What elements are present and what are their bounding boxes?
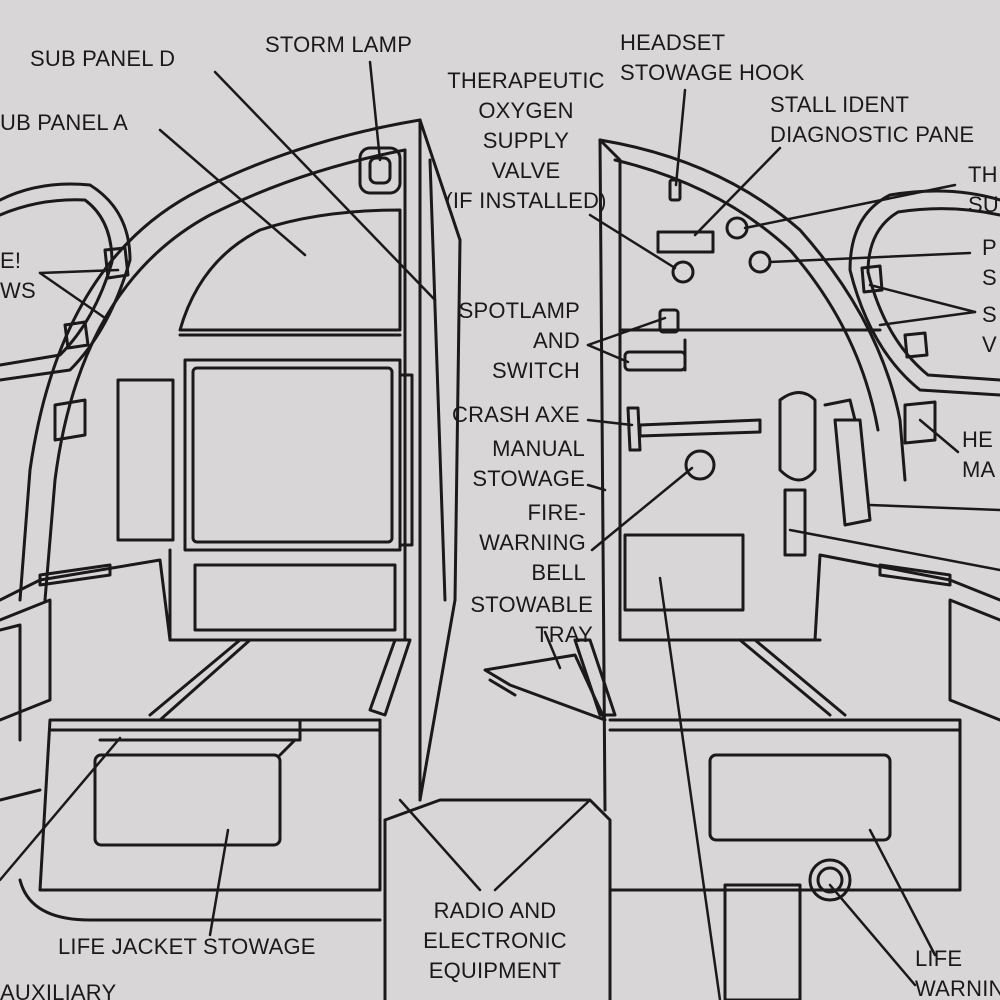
right-latch [903,400,937,445]
left-arch [18,118,422,602]
p-knob [748,250,772,274]
label-therapeutic-oxygen: THERAPEUTIC OXYGEN SUPPLY VALVE (IF INST… [445,68,607,213]
label-spotlamp: SPOTLAMP AND SWITCH [458,298,580,383]
extinguisher [833,418,872,527]
leader-lines [0,60,1000,1000]
label-life-jacket-stowage: LIFE JACKET STOWAGE [58,934,316,959]
sub-panel-a [178,208,402,332]
life-jacket-box [93,753,282,847]
right-seat [608,718,962,892]
fire-warning-bell [684,449,716,481]
right-box [708,753,892,842]
label-headset-hook: HEADSET STOWAGE HOOK [620,30,805,85]
stowable-tray [483,653,607,722]
label-fire-warning-bell: FIRE- WARNING BELL [479,500,586,585]
label-sub-panel-a: UB PANEL A [0,110,128,135]
left-bulkhead [168,148,407,642]
crash-axe [626,406,642,452]
label-right-edge-3: S V [982,302,997,357]
spotlamp-switch [623,350,687,372]
headset-hook [668,178,682,202]
label-life-warning: LIFE WARNIN [915,946,1000,1000]
label-stall-ident: STALL IDENT DIAGNOSTIC PANE [770,92,975,147]
right-bulkhead [598,138,607,812]
label-stowable-tray: STOWABLE TRAY [470,592,593,647]
right-arch-inner [613,158,880,432]
label-manual-stowage: MANUAL STOWAGE [472,436,585,491]
right-shelf [813,553,1000,642]
left-arch-inner [43,148,407,602]
life-warning-light [808,858,852,902]
oxygen-mask [778,391,817,482]
label-right-edge-2: P S [982,235,997,290]
right-window-inner [866,207,1000,382]
left-shelf [0,558,172,642]
left-seat [38,718,382,892]
label-left-edge-1: E! WS [0,248,36,303]
left-lower-panel [193,563,397,632]
right-arch [598,138,907,482]
left-latch [53,398,87,442]
label-storm-lamp: STORM LAMP [265,32,413,57]
left-main-panel [183,358,402,552]
label-crash-axe: CRASH AXE [452,402,580,427]
label-right-edge-1: TH SU [968,162,999,217]
right-lower-panel [623,533,745,612]
oxygen-valve [671,260,695,284]
right-lower-box [723,883,802,1000]
left-window [0,182,132,382]
left-side-panel [116,378,175,542]
label-auxiliary: AUXILIARY [0,980,117,1000]
label-sub-panel-d: SUB PANEL D [30,46,176,71]
stall-ident-panel [656,230,715,254]
label-right-edge-4: HE MA [962,427,996,482]
label-radio-electronic: RADIO AND ELECTRONIC EQUIPMENT [423,898,567,983]
right-window [848,189,1000,397]
